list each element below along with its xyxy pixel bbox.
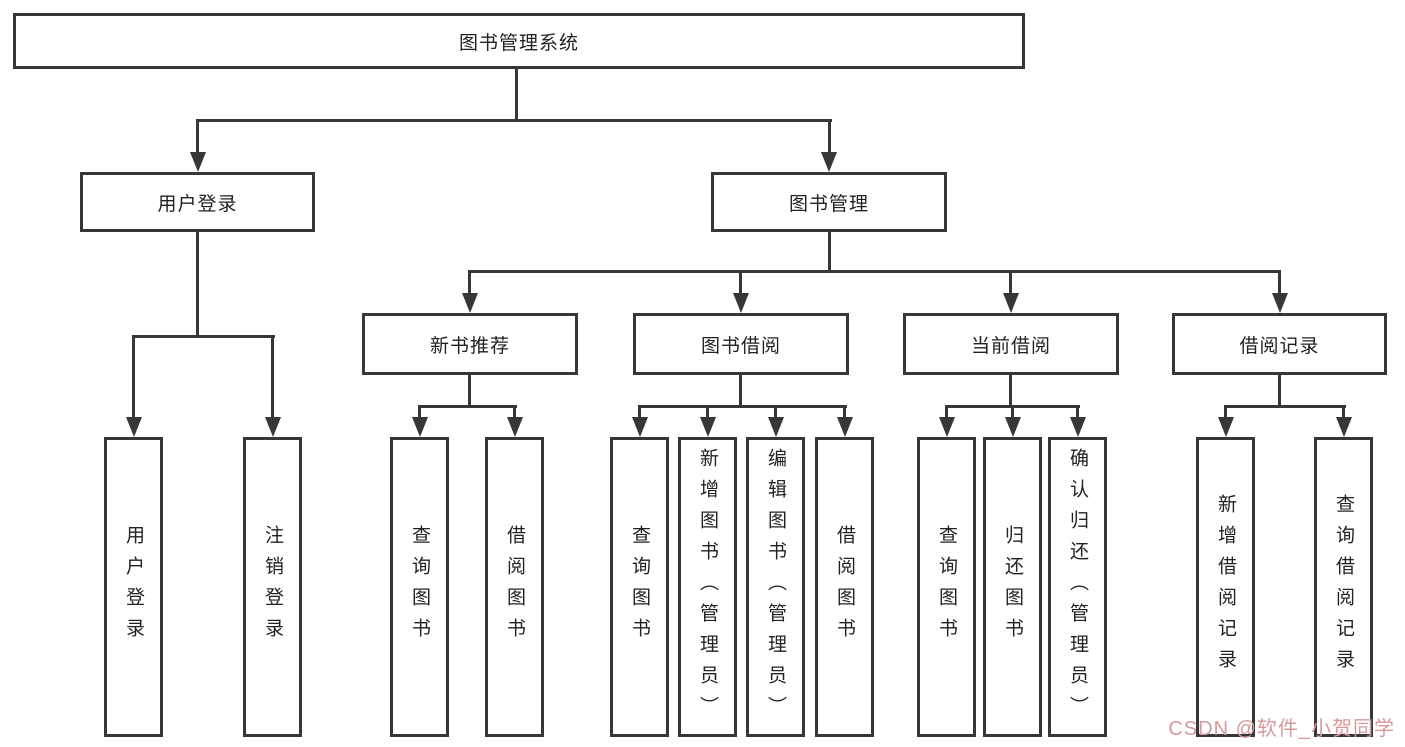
node-new-book-recommendation: 新书推荐 — [362, 313, 578, 375]
node-label: 归还图书 — [1002, 525, 1023, 649]
arrow-down-icon — [700, 417, 716, 437]
arrow-down-icon — [632, 417, 648, 437]
arrow-down-icon — [412, 417, 428, 437]
node-label: 查询图书 — [409, 525, 430, 649]
arrow-down-icon — [126, 417, 142, 437]
node-borrow-books-borrowing: 借阅图书 — [815, 437, 874, 737]
node-label: 图书管理 — [788, 193, 869, 215]
connector-line — [468, 270, 471, 298]
connector-line — [271, 335, 274, 421]
node-label: 当前借阅 — [970, 335, 1051, 357]
connector-line — [468, 375, 471, 407]
connector-line — [1076, 405, 1079, 421]
node-query-books-borrowing: 查询图书 — [610, 437, 669, 737]
connector-line — [513, 405, 516, 421]
arrow-down-icon — [1336, 417, 1352, 437]
node-edit-books-admin: 编辑图书（管理员） — [746, 437, 805, 737]
node-library-management-system: 图书管理系统 — [13, 13, 1025, 69]
node-label: 用户登录 — [157, 193, 238, 215]
node-label: 借阅图书 — [834, 525, 855, 649]
node-logout: 注销登录 — [243, 437, 302, 737]
arrow-down-icon — [1005, 417, 1021, 437]
node-label: 借阅图书 — [504, 525, 525, 649]
connector-line — [739, 375, 742, 407]
connector-line — [418, 405, 421, 421]
connector-line — [1009, 375, 1012, 407]
arrow-down-icon — [733, 293, 749, 313]
node-label: 查询借阅记录 — [1333, 494, 1354, 680]
node-label: 查询图书 — [936, 525, 957, 649]
node-label: 编辑图书（管理员） — [765, 447, 786, 727]
arrow-down-icon — [507, 417, 523, 437]
arrow-down-icon — [462, 293, 478, 313]
node-query-borrow-record: 查询借阅记录 — [1314, 437, 1373, 737]
node-label: 查询图书 — [629, 525, 650, 649]
connector-line — [132, 335, 275, 338]
connector-line — [1011, 405, 1014, 421]
node-add-books-admin: 新增图书（管理员） — [678, 437, 737, 737]
connector-line — [945, 405, 948, 421]
node-label: 图书管理系统 — [458, 32, 579, 54]
connector-line — [1224, 405, 1227, 421]
connector-line — [843, 405, 846, 421]
node-borrow-books-recommend: 借阅图书 — [485, 437, 544, 737]
node-confirm-return-admin: 确认归还（管理员） — [1048, 437, 1107, 737]
connector-line — [132, 335, 135, 421]
connector-line — [196, 119, 199, 156]
arrow-down-icon — [1218, 417, 1234, 437]
node-book-borrowing: 图书借阅 — [633, 313, 849, 375]
node-add-borrow-record: 新增借阅记录 — [1196, 437, 1255, 737]
connector-line — [1009, 270, 1012, 298]
arrow-down-icon — [190, 152, 206, 172]
node-label: 用户登录 — [123, 525, 144, 649]
connector-line — [638, 405, 847, 408]
connector-line — [739, 270, 742, 298]
arrow-down-icon — [768, 417, 784, 437]
connector-line — [1342, 405, 1345, 421]
connector-line — [828, 232, 831, 272]
node-label: 图书借阅 — [700, 335, 781, 357]
connector-line — [1278, 270, 1281, 298]
node-user-login-leaf: 用户登录 — [104, 437, 163, 737]
node-current-borrowing: 当前借阅 — [903, 313, 1119, 375]
arrow-down-icon — [821, 152, 837, 172]
arrow-down-icon — [939, 417, 955, 437]
node-return-books: 归还图书 — [983, 437, 1042, 737]
connector-line — [515, 68, 518, 121]
arrow-down-icon — [1003, 293, 1019, 313]
node-label: 新增图书（管理员） — [697, 447, 718, 727]
arrow-down-icon — [837, 417, 853, 437]
connector-line — [706, 405, 709, 421]
node-book-management: 图书管理 — [711, 172, 947, 232]
connector-line — [196, 232, 199, 337]
node-query-books-recommend: 查询图书 — [390, 437, 449, 737]
arrow-down-icon — [1272, 293, 1288, 313]
connector-line — [196, 119, 832, 122]
arrow-down-icon — [265, 417, 281, 437]
node-label: 确认归还（管理员） — [1067, 447, 1088, 727]
connector-line — [468, 270, 1281, 273]
connector-line — [418, 405, 517, 408]
connector-line — [638, 405, 641, 421]
connector-line — [774, 405, 777, 421]
connector-line — [1224, 405, 1346, 408]
node-query-books-current: 查询图书 — [917, 437, 976, 737]
node-label: 注销登录 — [262, 525, 283, 649]
node-label: 新书推荐 — [429, 335, 510, 357]
connector-line — [1278, 375, 1281, 407]
node-user-login: 用户登录 — [80, 172, 315, 232]
node-label: 新增借阅记录 — [1215, 494, 1236, 680]
node-label: 借阅记录 — [1239, 335, 1320, 357]
node-borrowing-records: 借阅记录 — [1172, 313, 1387, 375]
arrow-down-icon — [1070, 417, 1086, 437]
connector-line — [828, 119, 831, 156]
